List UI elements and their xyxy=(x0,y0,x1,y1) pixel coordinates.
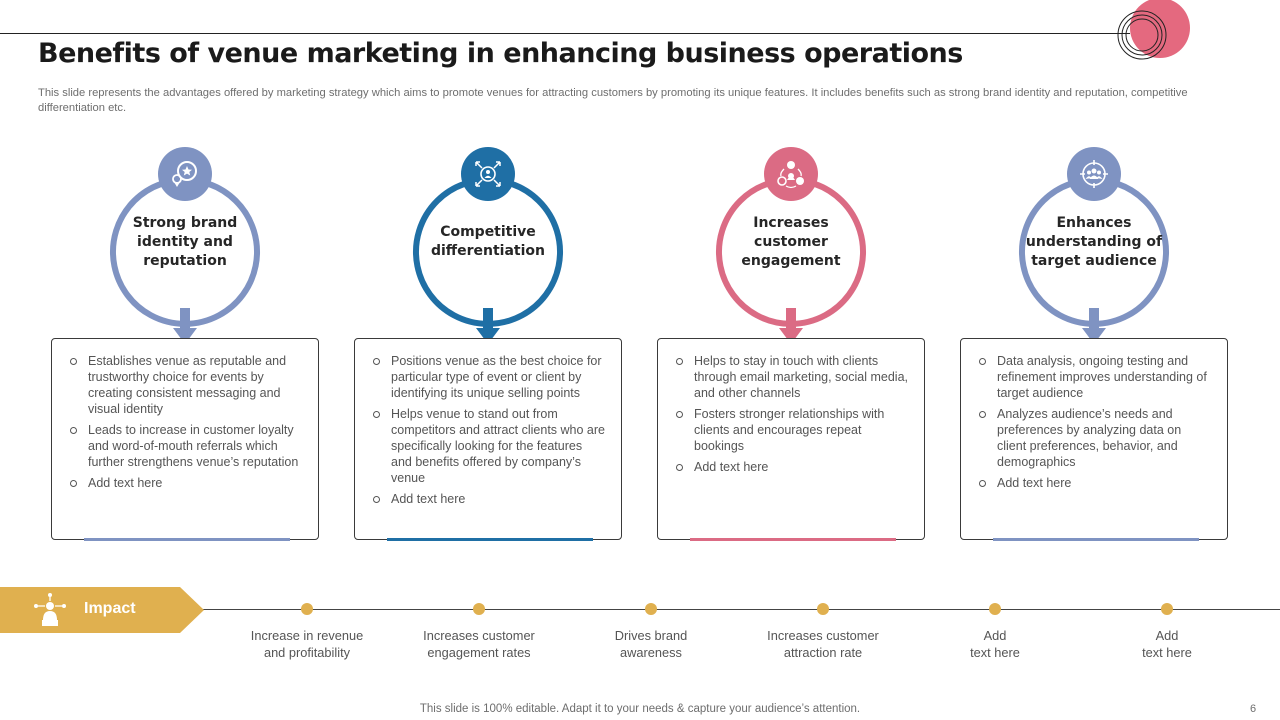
bullet-item: Positions venue as the best choice for p… xyxy=(371,353,605,401)
benefit-card-brand: Strong brand identity and reputation Est… xyxy=(49,140,321,550)
bullet-item: Helps to stay in touch with clients thro… xyxy=(674,353,908,401)
box-accent-line xyxy=(84,538,290,541)
benefit-title: Competitive differentiation xyxy=(430,224,546,259)
benefit-card-differentiation: Competitive differentiation Positions ve… xyxy=(352,140,624,550)
header-rule xyxy=(0,33,1130,34)
timeline-dot xyxy=(989,603,1001,615)
benefit-card-engagement: Increases customer engagement Helps to s… xyxy=(655,140,927,550)
timeline-dot xyxy=(301,603,313,615)
bullet-item: Leads to increase in customer loyalty an… xyxy=(68,422,302,470)
impact-timeline-line xyxy=(200,609,1280,610)
ring-graphic xyxy=(1019,147,1169,340)
benefit-detail-box: Establishes venue as reputable and trust… xyxy=(51,338,319,541)
page-title: Benefits of venue marketing in enhancing… xyxy=(38,38,963,69)
timeline-dot xyxy=(1161,603,1173,615)
decorative-circles xyxy=(1117,0,1190,60)
benefit-detail-box: Data analysis, ongoing testing and refin… xyxy=(960,338,1228,541)
person-arrows-icon xyxy=(475,161,501,187)
page-subtitle: This slide represents the advantages off… xyxy=(38,87,1188,114)
box-accent-line xyxy=(387,538,593,541)
timeline-dot xyxy=(645,603,657,615)
timeline-dot xyxy=(473,603,485,615)
benefit-title: Increases customer engagement xyxy=(741,214,841,269)
box-accent-line xyxy=(993,538,1199,541)
bullet-item: Establishes venue as reputable and trust… xyxy=(68,353,302,417)
bullet-item: Data analysis, ongoing testing and refin… xyxy=(977,353,1211,401)
presenter-network-icon xyxy=(34,593,66,626)
benefit-title: Enhances understanding of target audienc… xyxy=(1025,214,1163,269)
target-audience-icon xyxy=(1080,160,1108,188)
bullet-item: Add text here xyxy=(68,475,302,491)
benefit-card-audience: Enhances understanding of target audienc… xyxy=(958,140,1230,550)
bullet-item: Add text here xyxy=(371,491,605,507)
benefit-detail-box: Helps to stay in touch with clients thro… xyxy=(657,338,925,541)
benefit-detail-box: Positions venue as the best choice for p… xyxy=(354,338,622,541)
bullet-item: Helps venue to stand out from competitor… xyxy=(371,406,605,486)
star-badge-icon xyxy=(172,161,197,187)
bullet-item: Fosters stronger relationships with clie… xyxy=(674,406,908,454)
timeline-dot xyxy=(817,603,829,615)
page-number: 6 xyxy=(1250,703,1257,715)
benefit-title: Strong brand identity and reputation xyxy=(132,214,238,269)
bullet-item: Add text here xyxy=(977,475,1211,491)
box-accent-line xyxy=(690,538,896,541)
bullet-item: Add text here xyxy=(674,459,908,475)
engagement-network-icon xyxy=(777,161,804,189)
impact-label: Impact xyxy=(84,600,136,617)
footer-note: This slide is 100% editable. Adapt it to… xyxy=(419,703,861,715)
bullet-item: Analyzes audience’s needs and preference… xyxy=(977,406,1211,470)
